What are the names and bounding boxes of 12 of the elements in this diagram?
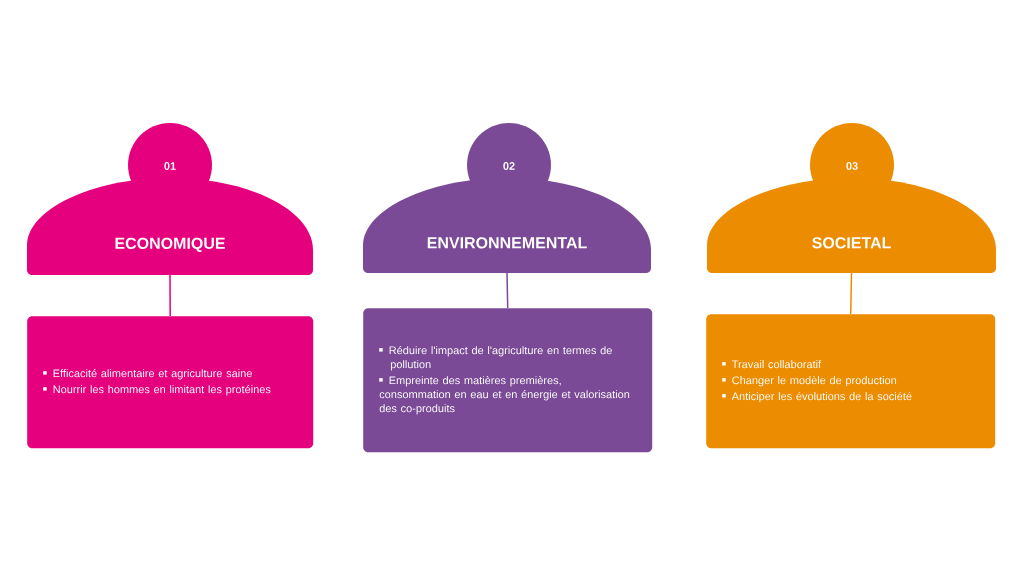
connector-line (849, 272, 853, 315)
node-label: 01 (164, 162, 176, 170)
connector-line (169, 274, 171, 317)
node-label: 03 (846, 162, 858, 170)
dome-card: 02 ENVIRONNEMENTAL (363, 123, 651, 273)
bullet-list-box: Efficacité alimentaire et agriculture saine Nourrir les hommes en limitant les protéines (27, 316, 314, 449)
bullet-list-box: Travail collaboratif Changer le modèle de production Anticiper les évolutions de la société (706, 314, 996, 449)
bullet-list-box: Réduire l'impact de l'agriculture en termes de pollution Empreinte des matières premières, consommation en eau et en énergie et valorisation des co-produits (363, 308, 653, 453)
dome-card: 03 SOCIETAL (707, 123, 996, 273)
node-label: 02 (503, 162, 515, 170)
connector-line (506, 272, 509, 309)
dome-card: 01 ECONOMIQUE (27, 123, 313, 275)
